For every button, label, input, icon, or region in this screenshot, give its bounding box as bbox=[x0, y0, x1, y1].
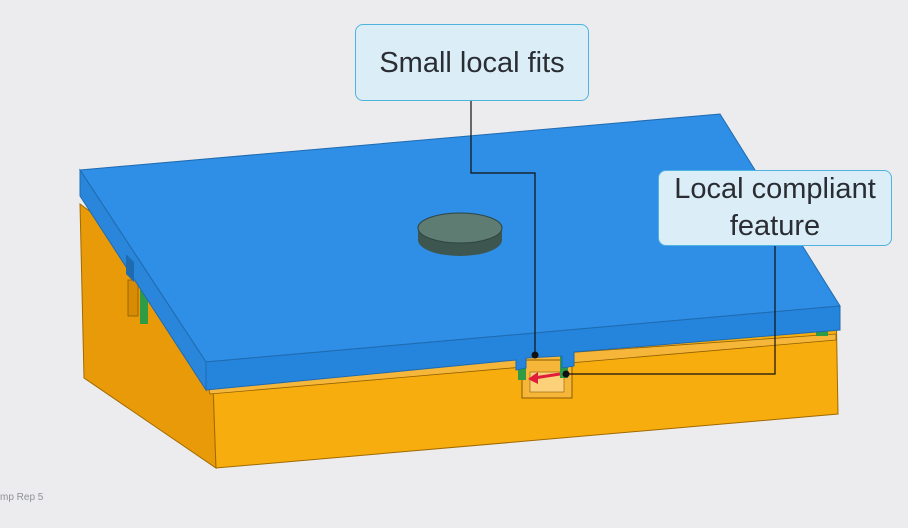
callout-local-compliant-feature: Local compliant feature bbox=[658, 170, 892, 246]
callout-small-local-fits: Small local fits bbox=[355, 24, 589, 101]
force-arrow bbox=[528, 372, 561, 384]
base-side-slot-green bbox=[140, 290, 148, 324]
status-label: mp Rep 5 bbox=[0, 492, 44, 503]
leader-line-small-fits bbox=[470, 101, 536, 354]
lid-button bbox=[417, 212, 503, 256]
button-top bbox=[417, 212, 503, 244]
leader-dot-compliant bbox=[562, 370, 570, 378]
leader-dot-small-fits bbox=[531, 351, 539, 359]
lid-left-edge bbox=[79, 168, 207, 392]
callout-compliant-line1: Local compliant bbox=[674, 173, 876, 205]
callout-compliant-line2: feature bbox=[729, 210, 821, 242]
lid-front-edge bbox=[205, 305, 841, 391]
callout-small-local-fits-text: Small local fits bbox=[379, 47, 565, 79]
rim-green-right bbox=[816, 330, 828, 336]
base-side-slot bbox=[127, 279, 139, 317]
leader-line-compliant bbox=[566, 246, 776, 375]
lid-side-notch bbox=[126, 254, 134, 282]
